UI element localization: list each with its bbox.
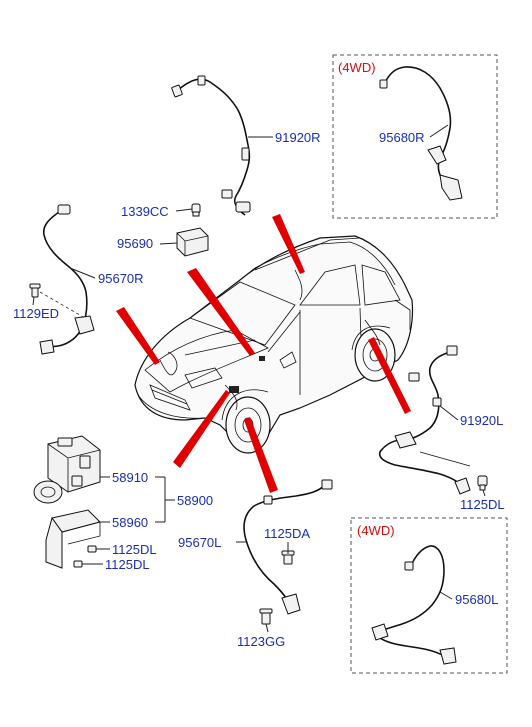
label-1129ED: 1129ED [13, 306, 59, 321]
label-58900: 58900 [177, 493, 213, 508]
part-1339CC [191, 203, 201, 217]
pointer-center [187, 268, 255, 356]
pointer-rear-right [272, 214, 305, 274]
label-95680R: 95680R [379, 130, 425, 145]
bracket-58960 [45, 509, 101, 569]
sensor-95680L [371, 545, 457, 665]
sensor-95670R [39, 204, 95, 355]
harness-91920R [171, 75, 251, 216]
bolt-1125DL-right [477, 475, 488, 491]
label-1125DA: 1125DA [264, 526, 310, 541]
pointer-module [173, 390, 230, 468]
label-95680L: 95680L [455, 592, 498, 607]
4wd-note-top: (4WD) [338, 60, 376, 75]
label-1125DL-right: 1125DL [460, 497, 505, 512]
label-95690: 95690 [117, 236, 153, 251]
4wd-box-left [350, 517, 508, 674]
part-95690 [176, 227, 209, 257]
label-58910: 58910 [112, 470, 148, 485]
label-91920R: 91920R [275, 130, 321, 145]
sensor-95680R [379, 66, 463, 201]
label-95670R: 95670R [98, 271, 144, 286]
pointer-front-left [244, 417, 278, 493]
label-91920L: 91920L [460, 413, 503, 428]
label-1339CC: 1339CC [121, 204, 169, 219]
label-1125DL-b: 1125DL [105, 557, 150, 572]
bolts-1125DL-module [73, 545, 97, 568]
pointer-rear-left [368, 337, 411, 414]
4wd-box-right [332, 54, 498, 219]
label-95670L: 95670L [178, 535, 221, 550]
bolt-1123GG [259, 608, 273, 625]
sensor-95670L [243, 479, 333, 615]
label-1123GG: 1123GG [237, 634, 285, 649]
pointer-front-right [116, 307, 160, 365]
label-58960: 58960 [112, 515, 148, 530]
label-1125DL-a: 1125DL [112, 542, 157, 557]
harness-91920L [378, 345, 471, 495]
4wd-note-bottom: (4WD) [357, 523, 395, 538]
hecu-58910 [33, 435, 101, 504]
bolt-1129ED [29, 283, 41, 298]
